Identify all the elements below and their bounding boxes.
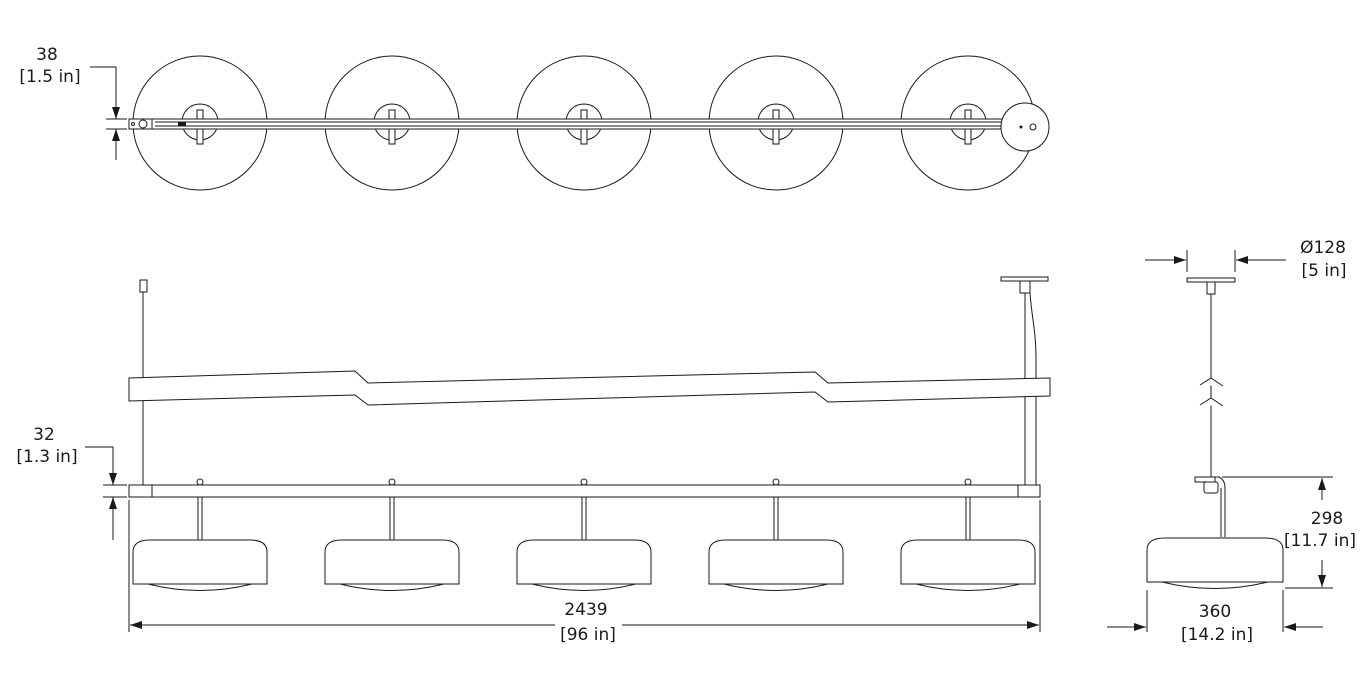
canopy-plate [1000,276,1049,282]
dimension-canopy-diameter: Ø128 [5 in] [1145,238,1346,281]
dim-298-in: [11.7 in] [1284,531,1356,551]
dim-32-in: [1.3 in] [16,447,77,467]
front-view-lamp [324,478,460,591]
dim-32-mm: 32 [33,425,55,445]
canopy-top [1000,102,1050,152]
dimension-shade-diameter: 360 [14.2 in] [1107,590,1323,645]
dim-128-mm: Ø128 [1300,238,1346,258]
dimension-overall-length: 2439 [96 in] [128,500,1041,645]
dimension-bar-height: 32 [1.3 in] [16,425,127,540]
dimension-top-bar-height: 38 [1.5 in] [19,45,127,160]
break-region [128,370,1051,406]
front-view-lamp [516,478,652,591]
front-view-lamp [708,478,844,591]
dim-2439-in: [96 in] [560,625,616,645]
side-view [1146,277,1284,589]
dimension-shade-height: 298 [11.7 in] [1222,476,1356,589]
top-view-bar [128,118,1011,130]
front-lamps [132,478,1036,591]
dim-360-in: [14.2 in] [1181,625,1253,645]
front-view-lamp [900,478,1036,591]
dim-38-in: [1.5 in] [19,67,80,87]
front-bar [128,484,1041,498]
dim-2439-mm: 2439 [564,600,607,620]
dim-360-mm: 360 [1199,602,1231,622]
dim-298-mm: 298 [1311,509,1343,529]
dim-38-mm: 38 [36,45,58,65]
left-anchor [139,279,148,293]
front-view-lamp [132,478,268,591]
front-view [128,276,1051,498]
dim-128-in: [5 in] [1302,261,1347,281]
